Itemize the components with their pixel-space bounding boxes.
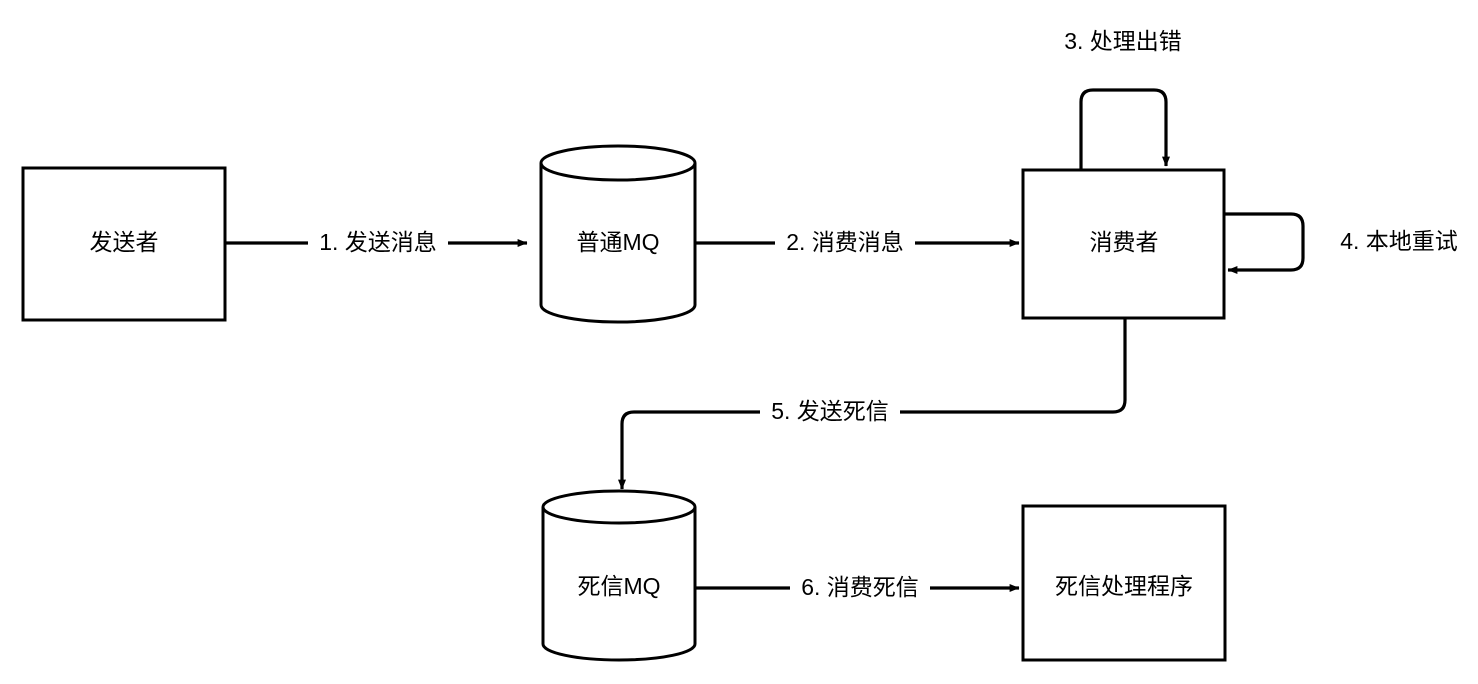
node-dead-letter-handler-shape[interactable] xyxy=(1021,504,1227,662)
edge-local-retry: 4. 本地重试 xyxy=(1224,212,1458,274)
node-dead-letter-mq-body[interactable] xyxy=(541,507,697,662)
node-normal-mq-top[interactable] xyxy=(539,144,697,182)
edge-send-message: 1. 发送消息 xyxy=(225,228,528,258)
edge-send-deadletter: 5. 发送死信 xyxy=(618,318,1127,490)
edge-consume-message-label: 2. 消费消息 xyxy=(786,229,904,255)
node-normal-mq[interactable]: 普通MQ xyxy=(539,144,697,324)
node-sender[interactable]: 发送者 xyxy=(21,166,227,322)
node-dead-letter-handler-label: 死信处理程序 xyxy=(1055,573,1193,599)
node-dead-letter-handler[interactable]: 死信处理程序 xyxy=(1021,504,1227,662)
node-dead-letter-mq-top[interactable] xyxy=(541,489,697,525)
edge-process-error: 3. 处理出错 xyxy=(1064,28,1182,170)
edge-send-message-label-bg xyxy=(308,228,448,258)
node-dead-letter-mq-label: 死信MQ xyxy=(577,573,660,599)
edge-consume-message: 2. 消费消息 xyxy=(695,228,1020,258)
node-consumer[interactable]: 消费者 xyxy=(1021,168,1226,320)
edge-send-deadletter-label-bg xyxy=(760,397,900,427)
edge-consume-deadletter: 6. 消费死信 xyxy=(695,573,1020,603)
edge-consume-deadletter-label-bg xyxy=(790,573,930,603)
edge-consume-deadletter-label: 6. 消费死信 xyxy=(801,574,919,600)
edge-local-retry-line xyxy=(1224,212,1305,274)
node-consumer-shape[interactable] xyxy=(1021,168,1226,320)
node-dead-letter-mq[interactable]: 死信MQ xyxy=(541,489,697,662)
edge-process-error-line xyxy=(1079,88,1170,170)
node-sender-label: 发送者 xyxy=(90,229,159,255)
node-consumer-label: 消费者 xyxy=(1090,229,1159,255)
edge-consume-message-label-bg xyxy=(775,228,915,258)
node-sender-shape[interactable] xyxy=(21,166,227,322)
node-normal-mq-label: 普通MQ xyxy=(576,229,659,255)
edge-process-error-label: 3. 处理出错 xyxy=(1064,28,1182,54)
edge-send-message-label: 1. 发送消息 xyxy=(319,229,437,255)
edge-send-deadletter-label: 5. 发送死信 xyxy=(771,398,889,424)
edge-local-retry-label: 4. 本地重试 xyxy=(1340,228,1458,254)
node-normal-mq-body[interactable] xyxy=(539,163,697,324)
